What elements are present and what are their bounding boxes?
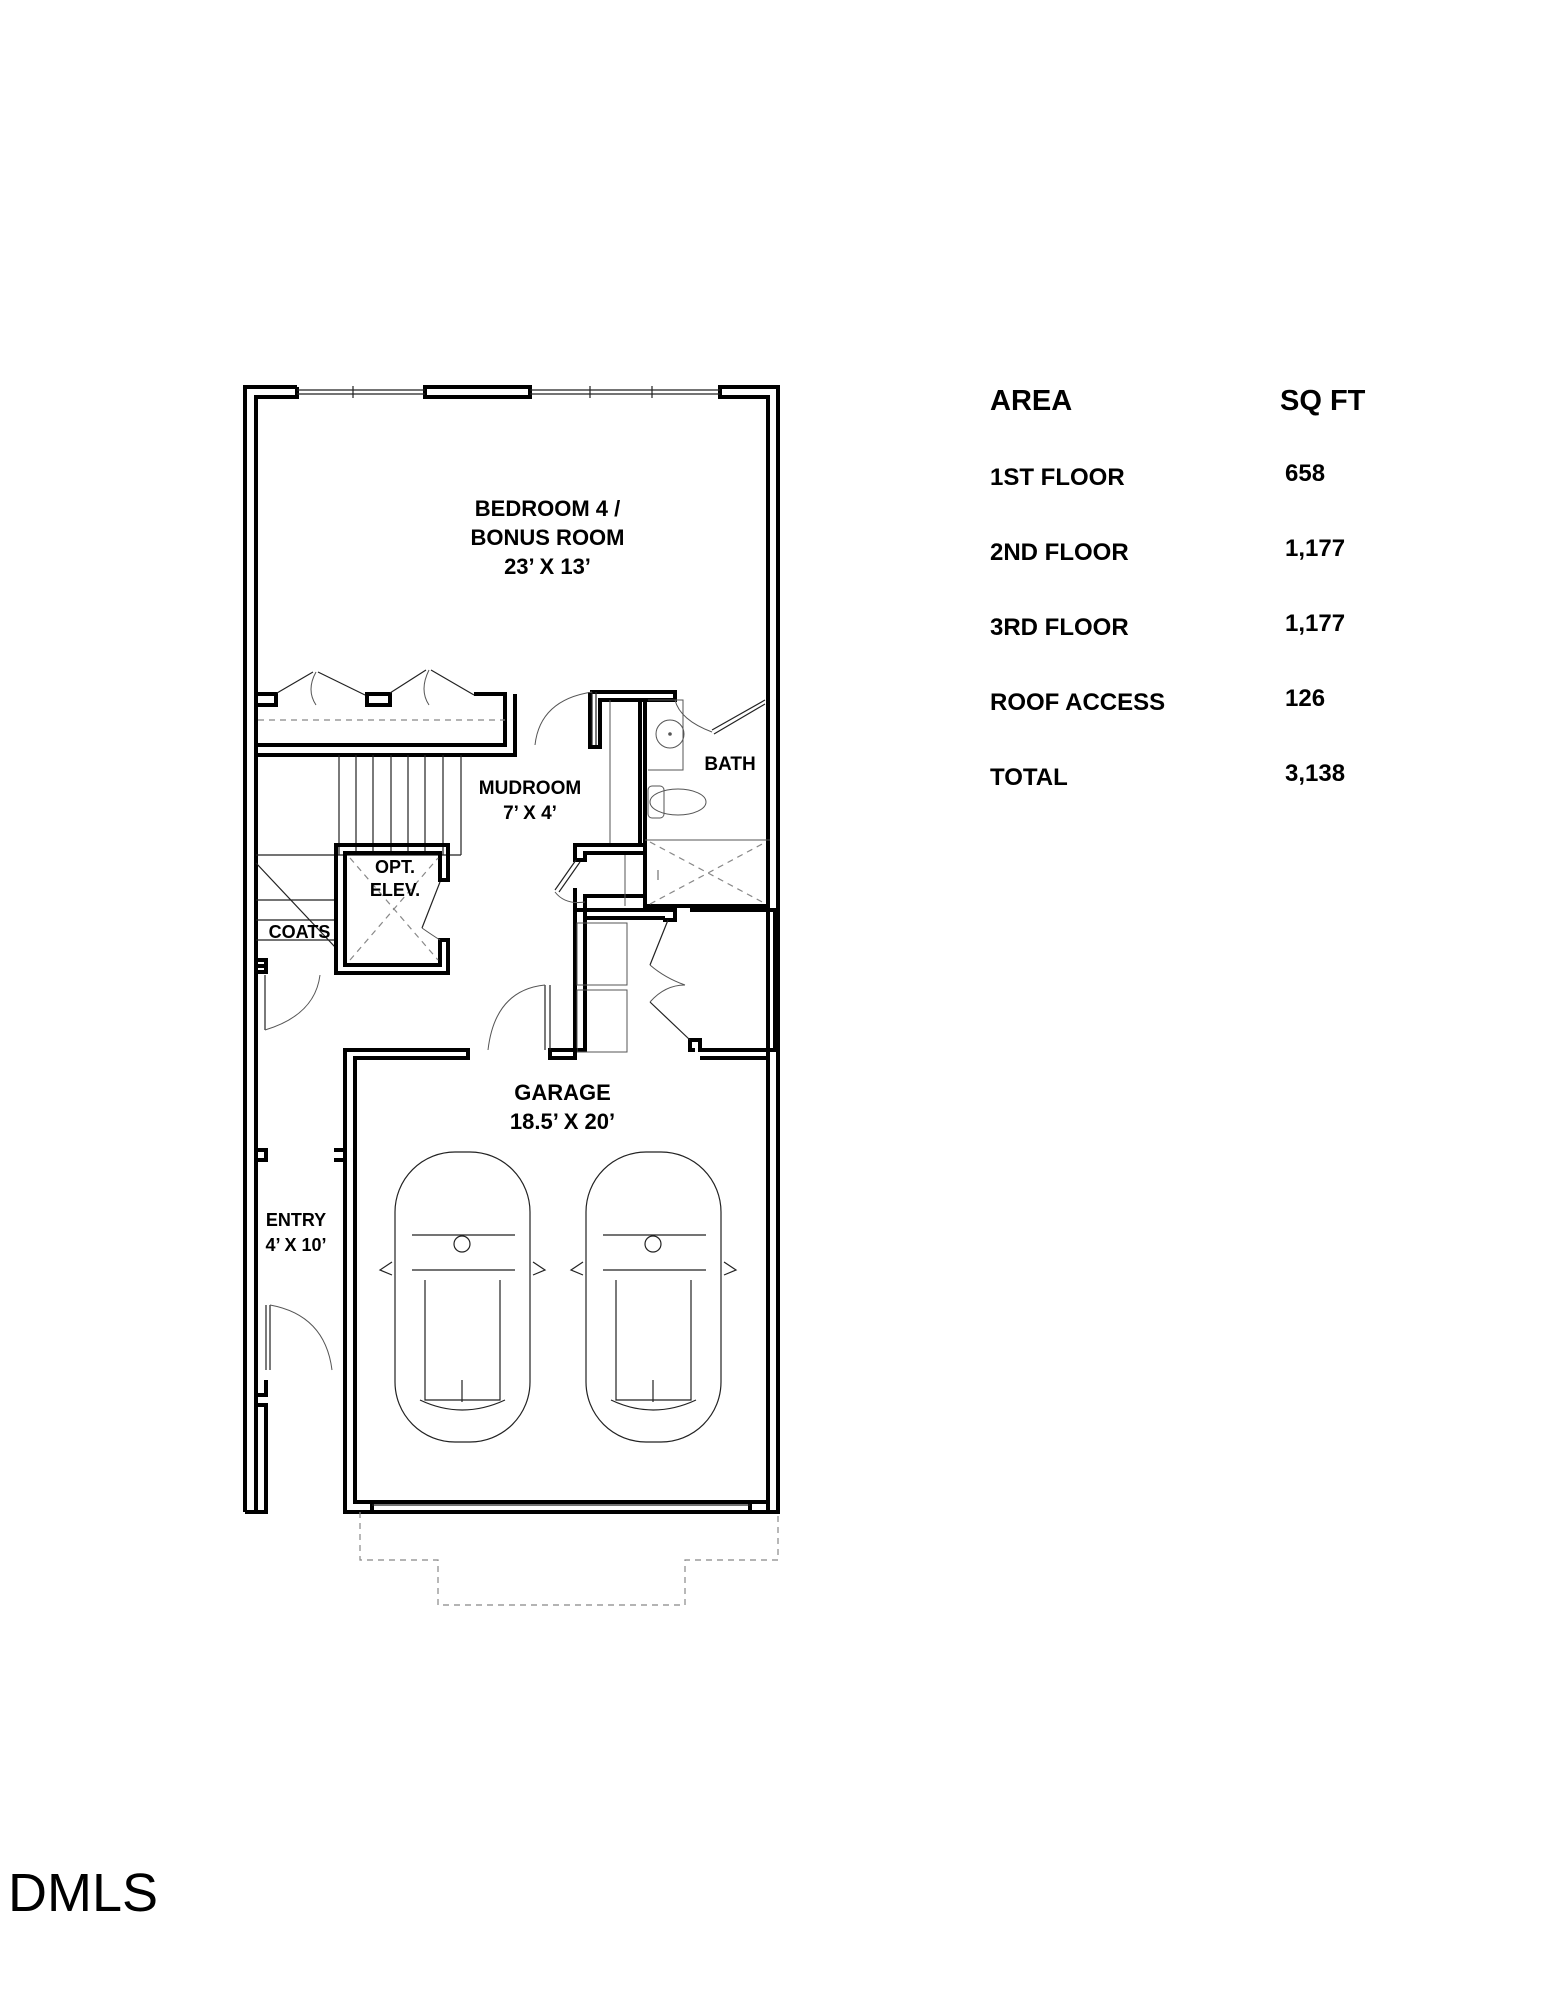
row-sqft: 1,177	[1285, 535, 1346, 562]
row-sqft: 3,138	[1285, 760, 1346, 787]
room-label-elevator: OPT. ELEV.	[350, 856, 440, 902]
car-icon	[569, 1151, 738, 1443]
room-label-coats: COATS	[262, 918, 337, 947]
area-table-header: AREA SQ FT	[990, 385, 1380, 417]
table-row: 3RD FLOOR 1,177	[990, 610, 1380, 644]
row-area: 3RD FLOOR	[990, 614, 1129, 641]
entry-name: ENTRY	[265, 1210, 327, 1230]
coats-name: COATS	[268, 922, 331, 942]
mudroom-name: MUDROOM	[478, 778, 582, 799]
room-label-garage: GARAGE 18.5’ X 20’	[470, 1078, 655, 1136]
header-area: AREA	[990, 385, 1073, 417]
row-area: TOTAL	[990, 764, 1068, 791]
staircase	[254, 753, 505, 1050]
header-sqft: SQ FT	[1280, 385, 1366, 417]
mudroom-size: 7’ X 4’	[503, 803, 557, 824]
interior-walls	[534, 690, 777, 1053]
elevator-line1: OPT.	[374, 857, 415, 877]
garage-name: GARAGE	[514, 1080, 611, 1105]
table-row: 2ND FLOOR 1,177	[990, 535, 1380, 569]
watermark: DMLS	[8, 1863, 159, 1923]
room-label-bath: BATH	[690, 750, 770, 779]
bedroom-name-line1: BEDROOM 4 /	[474, 496, 621, 521]
row-sqft: 1,177	[1285, 610, 1346, 637]
row-sqft: 658	[1285, 460, 1326, 487]
garage-size: 18.5’ X 20’	[509, 1109, 616, 1134]
elevator-line2: ELEV.	[369, 880, 421, 900]
room-label-bedroom: BEDROOM 4 / BONUS ROOM 23’ X 13’	[420, 494, 675, 581]
table-row: ROOF ACCESS 126	[990, 685, 1380, 719]
car-icon	[378, 1151, 547, 1443]
row-sqft: 126	[1285, 685, 1326, 712]
row-area: 1ST FLOOR	[990, 464, 1125, 491]
entry-size: 4’ X 10’	[265, 1235, 327, 1255]
row-area: 2ND FLOOR	[990, 539, 1129, 566]
elevator-shaft	[256, 843, 450, 1031]
room-label-entry: ENTRY 4’ X 10’	[256, 1208, 336, 1258]
bath-name: BATH	[704, 754, 756, 775]
garage-walls	[256, 984, 779, 1606]
bedroom-closet-walls	[254, 669, 517, 757]
bedroom-size: 23’ X 13’	[504, 554, 591, 579]
table-row: TOTAL 3,138	[990, 760, 1380, 794]
table-row: 1ST FLOOR 658	[990, 460, 1380, 494]
room-label-mudroom: MUDROOM 7’ X 4’	[465, 776, 595, 826]
bedroom-name-line2: BONUS ROOM	[470, 525, 625, 550]
row-area: ROOF ACCESS	[990, 689, 1166, 716]
